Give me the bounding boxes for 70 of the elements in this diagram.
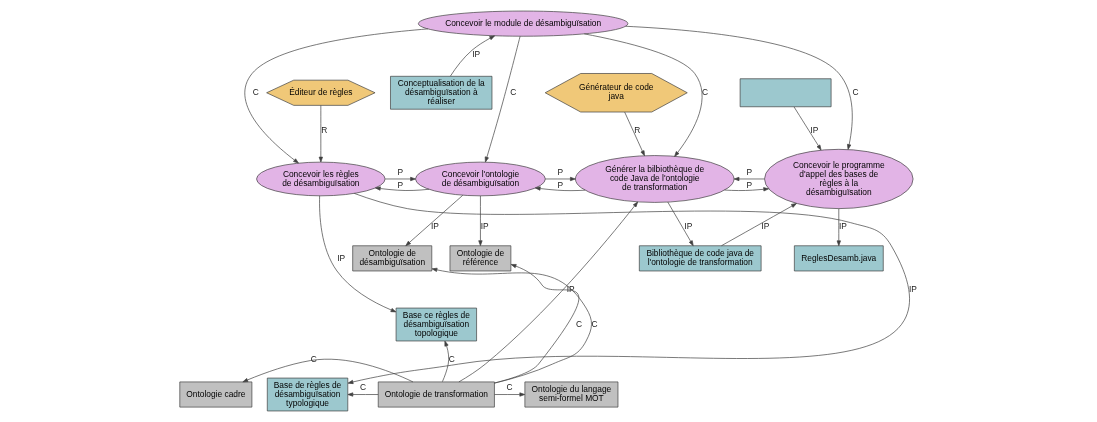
arrow	[545, 176, 576, 182]
edge-label: C	[702, 86, 709, 97]
edge-label: P	[557, 179, 564, 190]
edge-label: P	[746, 166, 753, 177]
edge-label: C	[359, 382, 367, 393]
edge-label: P	[397, 179, 404, 190]
arrow	[625, 25, 853, 150]
node-box: Ontologie de transformation	[377, 381, 495, 408]
arrow	[431, 267, 592, 384]
node-box: Base ce règles de désambiguïsation topologique	[395, 307, 477, 342]
node-box: ReglesDesamb.java	[794, 245, 884, 272]
arrow	[667, 201, 694, 247]
node-box: Base de règles de désambiguïsation typologique	[266, 377, 349, 412]
edge-label: IP	[566, 283, 575, 294]
edge-label: C	[448, 353, 455, 364]
edge-label: C	[576, 318, 583, 329]
arrow	[405, 194, 464, 247]
edge-label: C	[252, 86, 259, 97]
arrow	[721, 203, 797, 247]
arrow	[478, 195, 483, 246]
arrow	[318, 105, 323, 163]
edge-label: IP	[909, 283, 917, 294]
edge-label: R	[321, 124, 328, 135]
arrow	[458, 201, 638, 383]
node-box: Ontologie de référence	[449, 245, 512, 272]
edge-label: IP	[472, 48, 481, 59]
node-ellipse: Concevoir l'ontologie de désambiguïsation	[415, 161, 546, 197]
arrow	[534, 186, 586, 191]
edge-label: C	[852, 86, 859, 97]
node-box: Bibliothèque de code java de l'ontologie de transformation	[638, 245, 762, 272]
node-box: Ontologie du langage semi-formel MOT	[524, 381, 619, 408]
edge-label: IP	[430, 221, 439, 232]
edge-label: IP	[480, 221, 489, 232]
edge-label: P	[397, 166, 404, 177]
edge-label: P	[557, 166, 564, 177]
arrow	[583, 33, 703, 157]
node-box: Conceptualisation de la désambiguïsation à réaliser	[390, 75, 493, 110]
node-ellipse: Concevoir le module de désambiguïsation	[418, 10, 629, 37]
edge-label: P	[746, 179, 753, 190]
arrow	[793, 106, 822, 151]
node-ellipse: Concevoir les règles de désambiguïsation	[256, 161, 386, 197]
arrow	[242, 358, 414, 383]
arrow	[347, 392, 379, 397]
arrow	[484, 35, 521, 163]
arrow	[375, 186, 430, 191]
node-box: Ontologie cadre	[179, 381, 253, 408]
edge-label: IP	[761, 221, 770, 232]
arrow	[836, 208, 841, 247]
edge-label: C	[506, 382, 513, 393]
edge-label: IP	[839, 221, 847, 232]
arrow	[244, 28, 429, 164]
arrow	[624, 111, 645, 157]
arrow	[347, 193, 909, 384]
arrow	[442, 340, 450, 383]
arrow	[450, 35, 495, 77]
node-ellipse: Générer la bilbiothèque de code Java de l'ontologie de transformation	[575, 155, 735, 203]
node-box	[739, 78, 832, 108]
node-box: Ontologie de désambiguïsation	[352, 245, 433, 272]
edge-label: IP	[684, 221, 693, 232]
edge-label: C	[310, 353, 317, 364]
arrow	[733, 176, 765, 182]
edge-label: C	[591, 318, 598, 329]
edge-label: IP	[810, 124, 819, 135]
arrow	[494, 392, 526, 397]
edge-label: R	[634, 124, 641, 135]
arrow	[384, 176, 416, 182]
edge-label: IP	[337, 252, 346, 263]
arrow	[319, 195, 397, 313]
edge-label: C	[510, 86, 517, 97]
arrow	[724, 187, 769, 192]
